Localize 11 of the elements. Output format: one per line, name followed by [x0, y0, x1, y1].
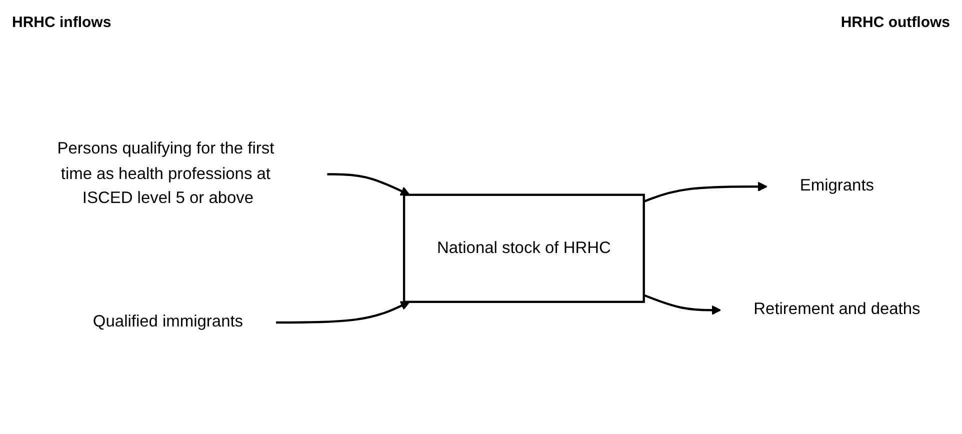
node-box: National stock of HRHC	[402, 194, 645, 303]
node-text: Retirement and deaths	[754, 300, 920, 319]
arrow	[327, 173, 410, 196]
node-text: Persons qualifying for the first time as health professions at ISCED level 5 or above	[57, 139, 274, 208]
column-heading: HRHC outflows	[840, 14, 950, 33]
arrow	[643, 294, 722, 315]
column-heading: HRHC inflows	[12, 14, 112, 33]
node-text: Emigrants	[800, 176, 874, 196]
arrow	[276, 301, 410, 324]
node-text: Qualified immigrants	[92, 312, 244, 331]
arrow	[643, 182, 768, 203]
